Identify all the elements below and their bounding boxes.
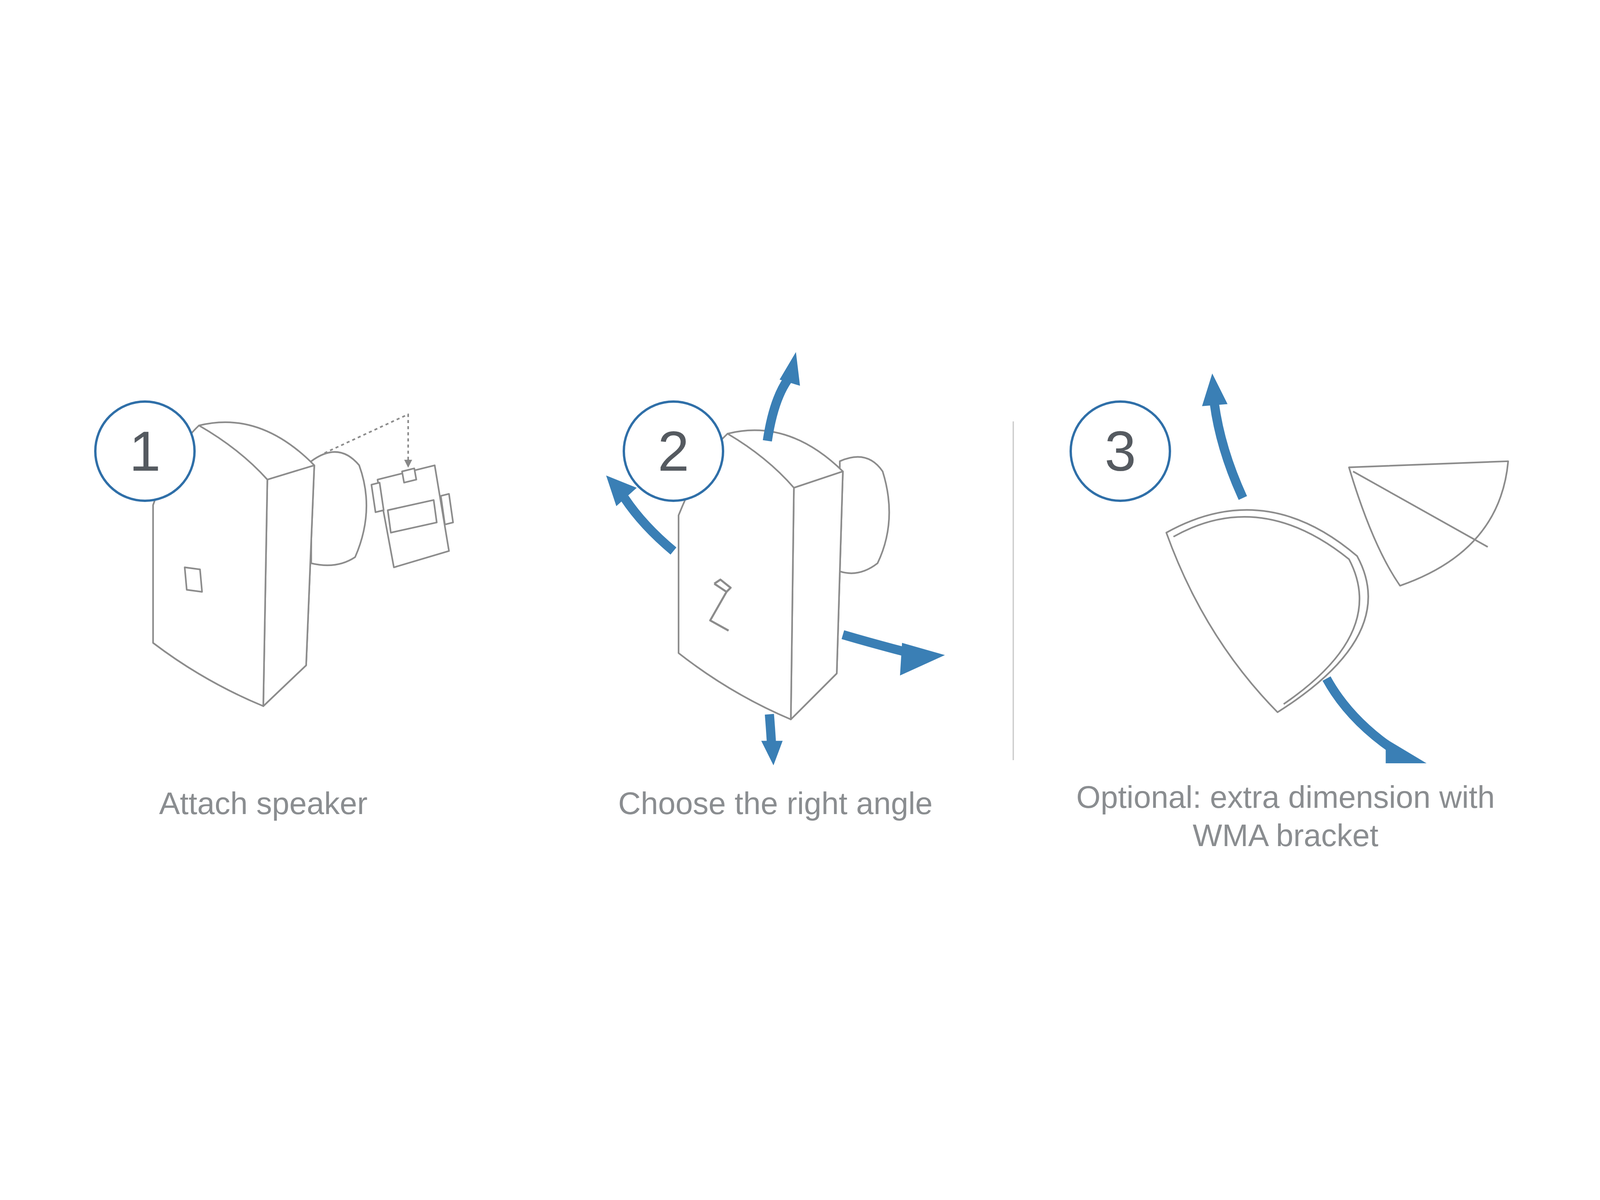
rotate-arrow — [1326, 678, 1394, 750]
step-circle: 2 — [622, 400, 725, 503]
speaker-side — [263, 465, 315, 706]
circle-border — [623, 401, 724, 501]
step-number: 1 — [129, 423, 161, 480]
speaker-side — [790, 471, 843, 720]
rotate-arrow — [624, 498, 674, 552]
circle-border — [1070, 401, 1170, 501]
rotate-arrow — [767, 379, 788, 442]
rotate-arrow — [1214, 403, 1243, 499]
step-caption: Attach speaker — [67, 784, 459, 823]
step-number: 2 — [657, 423, 690, 480]
arrowhead — [1201, 373, 1228, 407]
bracket-tabs — [371, 468, 454, 525]
wma-bracket — [1348, 461, 1509, 586]
arrowhead — [761, 740, 783, 766]
arrowhead — [1385, 738, 1427, 764]
hex-key — [710, 579, 731, 631]
circle-border — [95, 401, 195, 501]
step-circle: 3 — [1069, 400, 1172, 503]
rotate-arrow — [842, 634, 911, 654]
bracket-edge — [1353, 471, 1488, 547]
mount-ball — [839, 457, 890, 574]
dashed-guide — [324, 414, 409, 462]
speaker — [153, 414, 454, 707]
step-caption: Choose the right angle — [541, 784, 1010, 823]
mount-ball — [311, 451, 367, 566]
arrowhead — [779, 351, 800, 386]
step-circle: 1 — [93, 400, 197, 503]
speaker-body — [1166, 509, 1369, 713]
bracket-slot — [387, 500, 437, 533]
divider-line — [1012, 421, 1014, 761]
rotate-arrow — [769, 714, 772, 743]
arrowhead — [900, 642, 945, 676]
step-caption: Optional: extra dimension with WMA brack… — [1070, 778, 1501, 855]
speaker-rim — [1173, 516, 1360, 704]
speaker — [1166, 461, 1509, 713]
step-number: 3 — [1104, 423, 1137, 480]
speaker-logo — [184, 567, 202, 592]
